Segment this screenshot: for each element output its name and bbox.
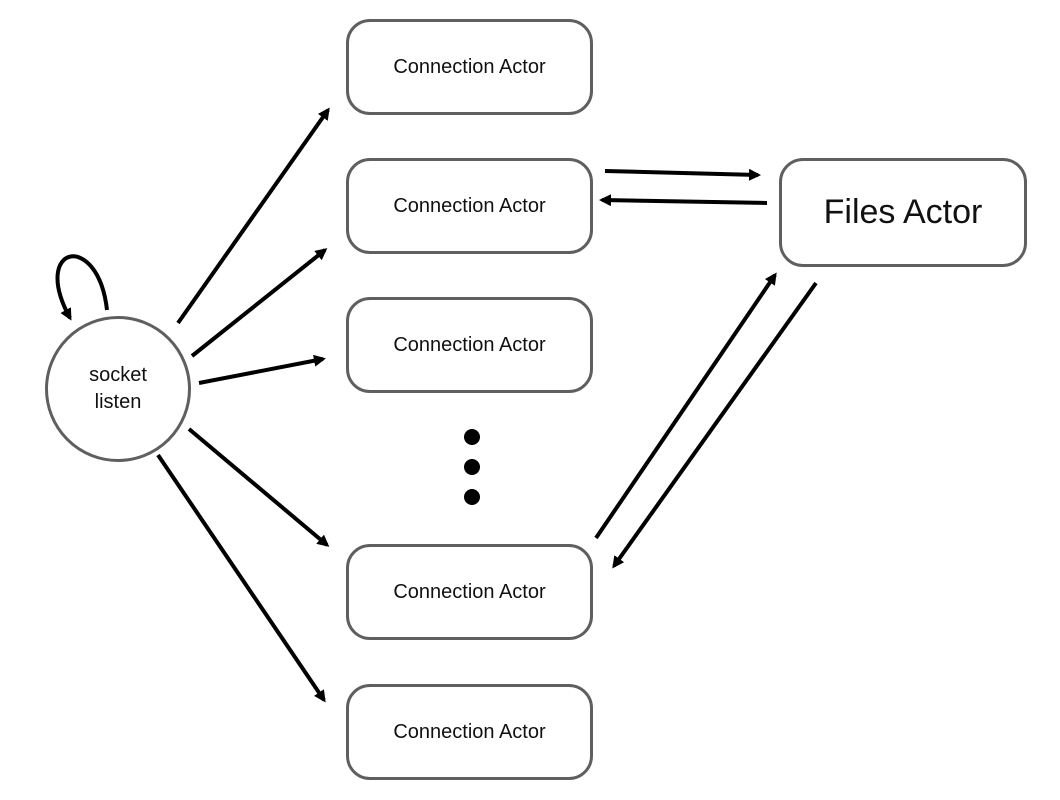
- socket-listen-node: socket listen: [45, 316, 191, 462]
- arrow-listen-to-connection-3: [198, 354, 326, 385]
- ellipsis-dot-2: [464, 459, 480, 475]
- connection-actor-5: Connection Actor: [346, 684, 593, 780]
- files-actor-label: Files Actor: [823, 193, 983, 231]
- ellipsis-dot-3: [464, 489, 480, 505]
- socket-listen-label-line2: listen: [94, 391, 142, 413]
- connection-actor-label: Connection Actor: [393, 333, 546, 356]
- socket-listen-label-line1: socket: [89, 364, 147, 386]
- arrow-listen-to-connection-1: [176, 107, 330, 325]
- connection-actor-2: Connection Actor: [346, 158, 593, 254]
- arrow-listen-to-connection-2: [190, 248, 328, 358]
- arrow-files-to-connection-4: [612, 281, 818, 569]
- arrow-files-to-connection: [599, 194, 768, 207]
- connection-actor-4: Connection Actor: [346, 544, 593, 640]
- connection-actor-label: Connection Actor: [393, 194, 546, 217]
- arrow-listen-to-connection-5: [156, 453, 326, 703]
- arrow-listen-to-connection-4: [187, 427, 330, 547]
- arrow-connection-to-files: [604, 168, 761, 181]
- connection-actor-3: Connection Actor: [346, 297, 593, 393]
- connection-actor-label: Connection Actor: [393, 55, 546, 78]
- ellipsis-dot-1: [464, 429, 480, 445]
- arrow-connection-4-to-files: [594, 272, 777, 540]
- files-actor-node: Files Actor: [779, 158, 1027, 267]
- connection-actor-label: Connection Actor: [393, 580, 546, 603]
- connection-actor-label: Connection Actor: [393, 720, 546, 743]
- connection-actor-1: Connection Actor: [346, 19, 593, 115]
- self-loop-arrow: [55, 254, 109, 321]
